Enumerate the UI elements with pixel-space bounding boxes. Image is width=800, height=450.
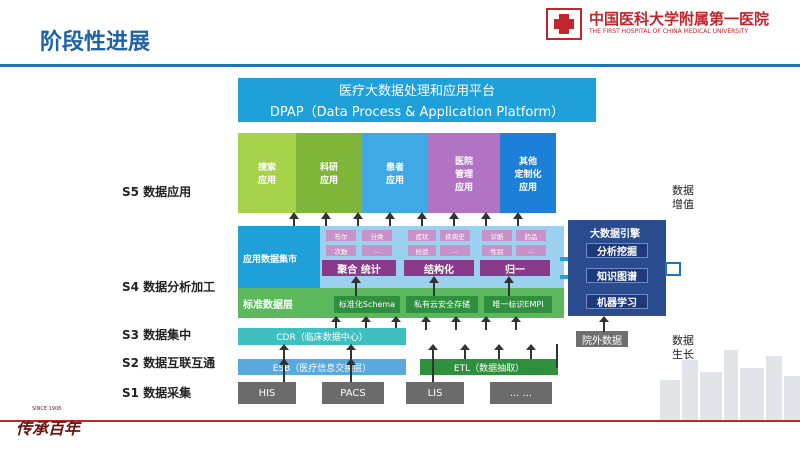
data-mart-label-bg (238, 226, 320, 288)
tag-more-2: ... (440, 245, 470, 256)
normalization: 归一 (480, 260, 550, 276)
tag-category: 分类 (362, 230, 392, 241)
stage-s3-label: S3 数据集中 (122, 328, 192, 342)
growth-label: 数据 生长 (672, 334, 694, 361)
footer-rule (0, 420, 800, 422)
source-lis: LIS (406, 382, 464, 404)
stage-s1-label: S1 数据采集 (122, 386, 192, 400)
app-arrows (289, 212, 523, 228)
source-more: ... ... (490, 382, 552, 404)
private-cloud-storage: 私有云安全存储 (406, 296, 478, 313)
slide-title: 阶段性进展 (40, 30, 151, 55)
stage-s5-label: S5 数据应用 (122, 185, 192, 199)
aggregate-stats: 聚合 统计 (322, 260, 396, 276)
data-mart-label: 应用数据集市 (243, 255, 298, 265)
structuring: 结构化 (404, 260, 474, 276)
standard-schema: 标准化Schema (334, 296, 400, 313)
app-custom[interactable]: 其他 定制化 应用 (500, 133, 556, 213)
tag-gender: 性别 (482, 245, 512, 256)
app-patient[interactable]: 患者 应用 (362, 133, 428, 213)
esb-bar: ESB（医疗信息交换层） (238, 359, 406, 375)
etl-bar: ETL（数据抽取） (420, 359, 558, 375)
platform-title-en: DPAP（Data Process & Application Platform… (269, 105, 565, 120)
header-rule (0, 64, 800, 67)
value-add-label: 数据 增值 (672, 184, 694, 211)
footer-motto: 传承百年 (16, 419, 81, 438)
app-hospital-mgmt[interactable]: 医院 管理 应用 (428, 133, 500, 213)
tag-lab: 检验 (408, 245, 436, 256)
standard-layer-label: 标准数据层 (243, 300, 293, 311)
platform-title-cn: 医疗大数据处理和应用平台 (338, 84, 495, 99)
analysis-arrows (351, 276, 514, 296)
cdr-up-arrows (331, 316, 521, 330)
external-data: 院外数据 (576, 331, 628, 347)
source-his: HIS (238, 382, 296, 404)
engine-connectors (560, 257, 681, 279)
tag-count: 次数 (326, 245, 356, 256)
engine-analysis-mining: 分析挖掘 (586, 243, 648, 258)
red-cross-icon (546, 8, 582, 40)
hospital-logo: 中国医科大学附属第一医院 THE FIRST HOSPITAL OF CHINA… (545, 6, 795, 42)
cdr-bar: CDR（临床数据中心） (238, 328, 406, 345)
tag-more-1: ... (362, 245, 392, 256)
engine-title: 大数据引擎 (590, 229, 640, 240)
tag-symptom: 症状 (408, 230, 436, 241)
tag-boolean: 布尔 (326, 230, 356, 241)
engine-machine-learning: 机器学习 (586, 294, 648, 309)
stage-s4-label: S4 数据分析加工 (122, 280, 216, 294)
external-arrow (599, 316, 609, 332)
platform-banner: 医疗大数据处理和应用平台 DPAP（Data Process & Applica… (238, 78, 596, 122)
logo-name-en: THE FIRST HOSPITAL OF CHINA MEDICAL UNIV… (589, 28, 749, 35)
logo-name-cn: 中国医科大学附属第一医院 (589, 10, 770, 28)
source-pacs: PACS (322, 382, 384, 404)
tag-history: 疾病史 (440, 230, 470, 241)
esb-etl-arrows (279, 344, 558, 384)
tag-diagnosis: 诊断 (482, 230, 512, 241)
city-skyline-decoration (660, 350, 800, 420)
engine-knowledge-graph: 知识图谱 (586, 268, 648, 283)
app-research[interactable]: 科研 应用 (296, 133, 362, 213)
tag-more-3: ... (516, 245, 546, 256)
tag-drug: 药品 (516, 230, 546, 241)
app-search[interactable]: 搜索 应用 (238, 133, 296, 213)
stage-s2-label: S2 数据互联互通 (122, 356, 216, 370)
unique-id-empi: 唯一标识EMPI (484, 296, 552, 313)
footer-since: SINCE 1908 (32, 406, 62, 412)
